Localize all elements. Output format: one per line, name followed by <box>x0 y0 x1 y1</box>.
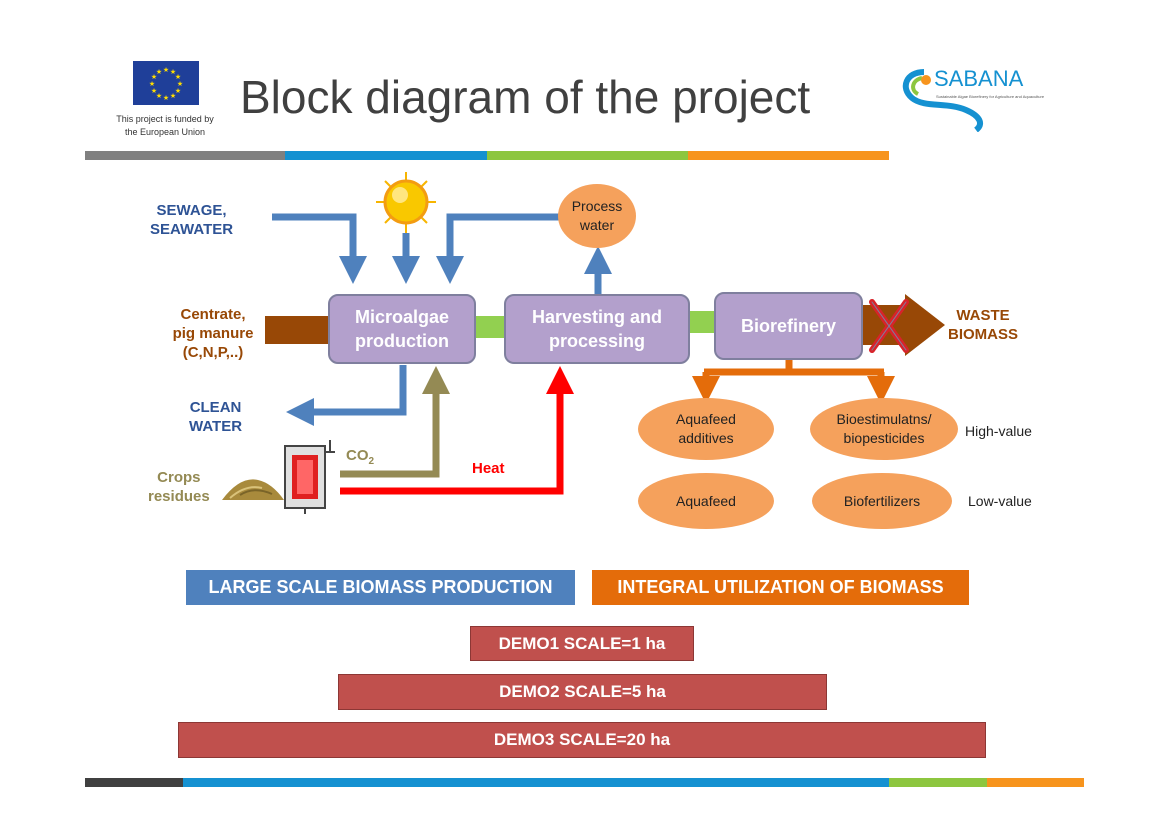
svg-text:★: ★ <box>163 94 169 102</box>
svg-text:★: ★ <box>175 87 181 95</box>
reactor-icon <box>284 440 335 514</box>
eu-caption-line: the European Union <box>124 127 206 137</box>
svg-text:★: ★ <box>175 73 181 81</box>
demo1-bar: DEMO1 SCALE=1 ha <box>470 626 694 661</box>
header-stripe-orange <box>688 151 889 160</box>
biostimulants-node: Bioestimulatns/ biopesticides <box>810 398 958 460</box>
svg-text:★: ★ <box>170 68 176 76</box>
process-water-return-arrow <box>436 213 560 284</box>
large-scale-production-band: LARGE SCALE BIOMASS PRODUCTION <box>186 570 575 605</box>
co2-subscript: 2 <box>368 456 375 467</box>
logo-tagline: Sustainable Algae Biorefinery for Agricu… <box>936 94 1045 99</box>
aquafeed-additives-line-2: additives <box>678 430 734 446</box>
aquafeed-additives-line-1: Aquafeed <box>676 411 736 427</box>
eu-caption-line: This project is funded by <box>116 114 214 124</box>
logo-text: SABANA <box>934 66 1024 91</box>
clean-water-arrow <box>286 365 407 426</box>
biostimulants-line-1: Bioestimulatns/ <box>836 411 932 427</box>
process-water-line-2: water <box>579 217 615 233</box>
svg-text:★: ★ <box>151 87 157 95</box>
waste-line-1: WASTE <box>956 307 1010 324</box>
microalgae-line-2: production <box>355 331 449 351</box>
centrate-line-2: pig manure <box>172 325 254 342</box>
footer-stripe-blue <box>183 778 889 787</box>
co2-arrow <box>340 366 450 478</box>
svg-text:★: ★ <box>156 68 162 76</box>
microalgae-production-block: Microalgae production <box>328 294 476 364</box>
crops-line-1: Crops <box>157 469 201 486</box>
low-value-label: Low-value <box>968 493 1032 509</box>
co2-text: CO <box>346 447 369 464</box>
waste-line-2: BIOMASS <box>948 326 1019 343</box>
demo3-bar: DEMO3 SCALE=20 ha <box>178 722 986 758</box>
centrate-input-bar <box>265 316 331 344</box>
aquafeed-label: Aquafeed <box>676 492 736 509</box>
biorefinery-label: Biorefinery <box>740 316 837 336</box>
process-water-node: Process water <box>558 184 636 248</box>
centrate-line-3: (C,N,P,..) <box>182 344 244 361</box>
header-stripe-blue <box>285 151 487 160</box>
heat-label: Heat <box>472 460 505 477</box>
demo2-bar: DEMO2 SCALE=5 ha <box>338 674 827 710</box>
microalgae-line-1: Microalgae <box>354 307 450 327</box>
header-stripe-green <box>487 151 688 160</box>
crop-residues-pile-icon <box>222 479 284 500</box>
footer-stripe-dark <box>85 778 183 787</box>
eu-flag-icon: ★★★ ★★★ ★★★ ★★★ <box>133 61 199 105</box>
centrate-label: Centrate, pig manure (C,N,P,..) <box>168 305 258 362</box>
centrate-line-1: Centrate, <box>180 306 246 323</box>
sewage-line-1: SEWAGE, <box>156 202 227 219</box>
sun-icon <box>376 172 436 233</box>
svg-text:★: ★ <box>156 92 162 100</box>
integral-utilization-band: INTEGRAL UTILIZATION OF BIOMASS <box>592 570 969 605</box>
product-split-line <box>704 360 884 376</box>
svg-text:★: ★ <box>170 92 176 100</box>
harvesting-line-1: Harvesting and <box>531 307 663 327</box>
clean-water-line-2: WATER <box>189 418 243 435</box>
biostimulants-line-2: biopesticides <box>843 430 925 446</box>
sabana-logo: SABANA Sustainable Algae Biorefinery for… <box>896 58 1056 133</box>
sewage-line-2: SEAWATER <box>150 221 234 238</box>
waste-arrow <box>862 294 945 356</box>
svg-text:★: ★ <box>149 80 155 88</box>
footer-stripe-green <box>889 778 987 787</box>
crops-label: Crops residues <box>148 468 210 506</box>
heat-arrow <box>340 366 574 495</box>
header-stripe-gray <box>85 151 285 160</box>
sewage-arrow <box>272 213 367 284</box>
biofertilizers-node: Biofertilizers <box>812 473 952 529</box>
svg-text:★: ★ <box>177 80 183 88</box>
process-water-line-1: Process <box>571 198 623 214</box>
sewage-label: SEWAGE, SEAWATER <box>150 201 233 239</box>
svg-text:★: ★ <box>163 66 169 74</box>
co2-label: CO2 <box>346 446 374 471</box>
waste-cross-outline <box>871 301 907 351</box>
biorefinery-block: Biorefinery <box>714 292 863 360</box>
harvesting-line-2: processing <box>548 331 645 351</box>
link-harvest-biorefinery <box>688 311 716 333</box>
eu-funding-caption: This project is funded by the European U… <box>100 113 230 139</box>
footer-stripe-orange <box>987 778 1084 787</box>
high-value-label: High-value <box>965 423 1032 439</box>
aquafeed-additives-node: Aquafeed additives <box>638 398 774 460</box>
crops-line-2: residues <box>148 488 210 505</box>
waste-biomass-label: WASTE BIOMASS <box>948 306 1018 344</box>
link-micro-harvest <box>474 316 506 338</box>
page-title: Block diagram of the project <box>240 71 811 123</box>
clean-water-line-1: CLEAN <box>189 399 242 416</box>
biofertilizers-label: Biofertilizers <box>843 492 921 509</box>
harvesting-processing-block: Harvesting and processing <box>504 294 690 364</box>
svg-text:★: ★ <box>151 73 157 81</box>
aquafeed-node: Aquafeed <box>638 473 774 529</box>
clean-water-label: CLEAN WATER <box>189 398 242 436</box>
